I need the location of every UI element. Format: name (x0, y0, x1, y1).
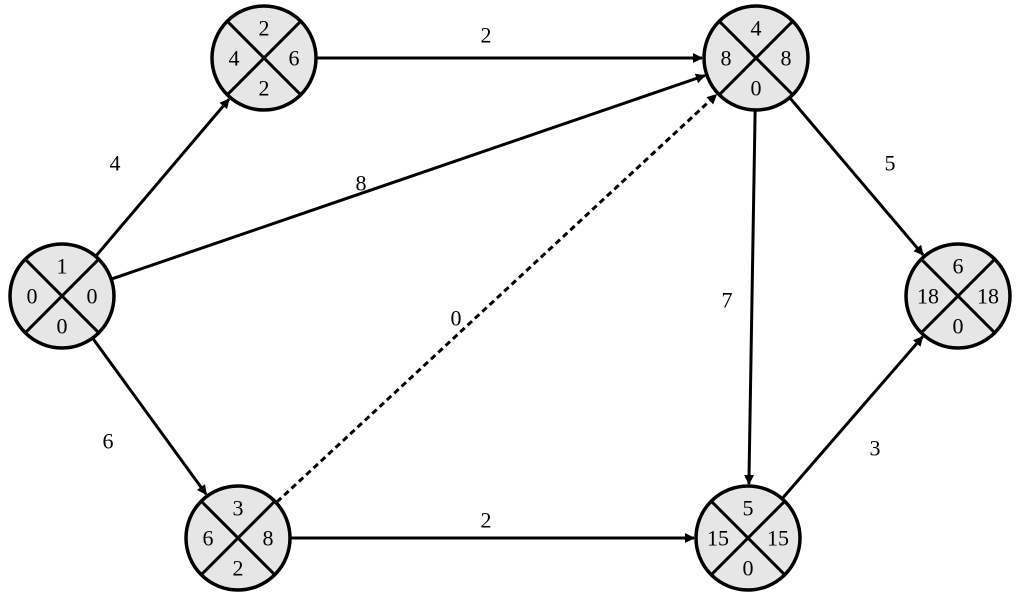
node-divider (920, 258, 996, 334)
edge-n5-n6 (781, 335, 924, 499)
edge-label: 7 (722, 288, 733, 313)
node-right-value: 6 (289, 46, 300, 71)
edge-label: 3 (870, 436, 881, 461)
edge-label: 5 (885, 151, 896, 176)
node-right-value: 18 (977, 284, 999, 309)
node-n6: 6 18 18 0 (904, 242, 1012, 350)
edge-n1-n3 (91, 337, 208, 496)
node-bottom-value: 2 (259, 76, 270, 101)
edge-label: 2 (481, 508, 492, 533)
node-bottom-value: 2 (233, 556, 244, 581)
node-n2: 24 62 (210, 4, 318, 112)
node-bottom-value: 0 (743, 556, 754, 581)
node-top-value: 4 (751, 16, 762, 41)
node-left-value: 8 (721, 46, 732, 71)
node-top-value: 3 (233, 496, 244, 521)
node-left-value: 0 (27, 284, 38, 309)
edge-label: 8 (356, 171, 367, 196)
node-top-value: 5 (743, 496, 754, 521)
node-right-value: 8 (263, 526, 274, 551)
edge-n1-n4 (111, 73, 706, 281)
node-divider (226, 20, 302, 96)
node-bottom-value: 0 (751, 76, 762, 101)
node-left-value: 6 (203, 526, 214, 551)
node-left-value: 15 (707, 526, 729, 551)
edge-n4-n5 (744, 110, 757, 486)
node-divider (710, 500, 786, 576)
edge-n1-n2 (95, 98, 231, 257)
node-n5: 5 15 15 0 (694, 484, 802, 592)
node-divider (200, 500, 276, 576)
node-right-value: 0 (87, 284, 98, 309)
edge-label: 4 (110, 151, 121, 176)
node-left-value: 4 (229, 46, 240, 71)
node-top-value: 6 (953, 254, 964, 279)
node-bottom-value: 0 (953, 314, 964, 339)
edge-label: 0 (451, 306, 462, 331)
edge-n3-n4-dashed (275, 93, 718, 504)
node-divider (718, 20, 794, 96)
node-n4: 48 80 (702, 4, 810, 112)
edge-n4-n6 (789, 97, 925, 256)
node-n3: 36 82 (184, 484, 292, 592)
node-bottom-value: 0 (57, 314, 68, 339)
node-right-value: 15 (767, 526, 789, 551)
node-left-value: 18 (917, 284, 939, 309)
edge-label: 2 (481, 23, 492, 48)
node-top-value: 2 (259, 16, 270, 41)
node-top-value: 1 (57, 254, 68, 279)
node-right-value: 8 (781, 46, 792, 71)
node-divider (24, 258, 100, 334)
edge-label: 6 (103, 429, 114, 454)
